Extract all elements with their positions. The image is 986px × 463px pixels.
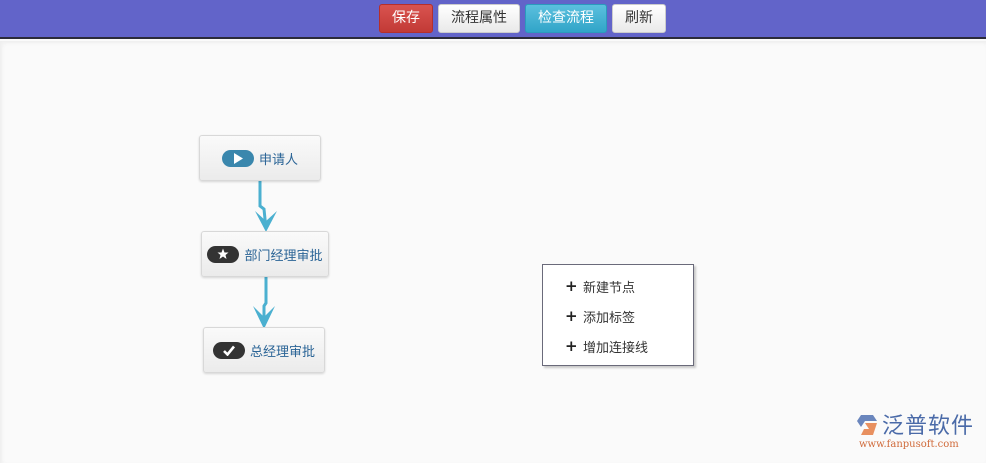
refresh-button[interactable]: 刷新 (612, 4, 666, 33)
node-label: 部门经理审批 (244, 248, 323, 264)
menu-item-add-label[interactable]: + 添加标签 (543, 301, 693, 331)
flow-canvas[interactable]: 申请人 部门经理审批 总经理审批 (0, 41, 986, 463)
flow-node-applicant[interactable]: 申请人 (199, 135, 321, 181)
brand-url: www.fanpusoft.com (859, 439, 959, 450)
menu-item-label: 添加标签 (583, 310, 636, 326)
node-label: 申请人 (258, 152, 298, 168)
plus-icon: + (565, 337, 578, 355)
edge-dept-to-gm[interactable] (253, 277, 275, 329)
menu-item-new-node[interactable]: + 新建节点 (543, 271, 693, 301)
save-button[interactable]: 保存 (379, 4, 433, 33)
flow-node-general-manager[interactable]: 总经理审批 (203, 327, 325, 373)
star-icon (207, 245, 240, 263)
menu-item-add-connection[interactable]: + 增加连接线 (543, 331, 693, 361)
toolbar: 保存 流程属性 检查流程 刷新 (379, 4, 666, 33)
flow-properties-button[interactable]: 流程属性 (438, 4, 520, 33)
edge-applicant-to-dept[interactable] (255, 181, 277, 232)
brand-name: 泛普软件 (882, 414, 975, 439)
check-icon (212, 341, 245, 359)
plus-icon: + (565, 307, 578, 325)
flow-edges (253, 181, 277, 329)
context-menu: + 新建节点 + 添加标签 + 增加连接线 (542, 264, 694, 366)
flow-node-dept-manager[interactable]: 部门经理审批 (201, 231, 329, 277)
menu-item-label: 新建节点 (583, 280, 636, 296)
play-icon (221, 149, 254, 167)
node-label: 总经理审批 (249, 344, 315, 360)
watermark-logo: 泛普软件 www.fanpusoft.com (855, 414, 974, 450)
plus-icon: + (565, 277, 578, 295)
menu-item-label: 增加连接线 (583, 340, 649, 356)
check-flow-button[interactable]: 检查流程 (525, 4, 607, 33)
brand-logo-icon (855, 414, 879, 440)
top-toolbar-bar: 保存 流程属性 检查流程 刷新 (0, 0, 986, 39)
